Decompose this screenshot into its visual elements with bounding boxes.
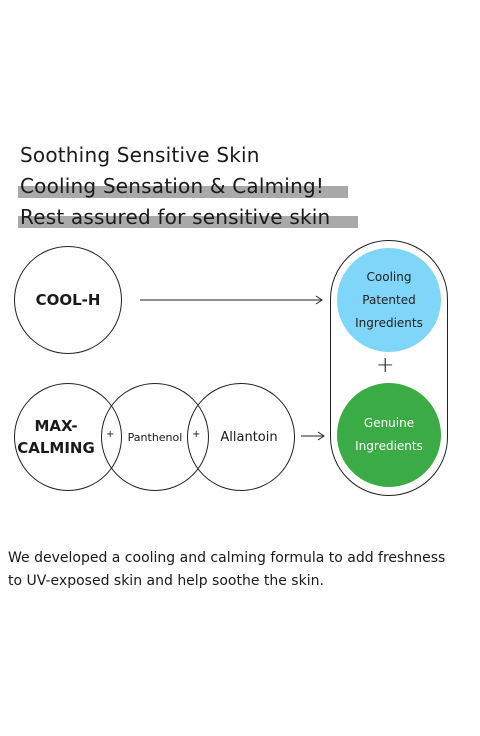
headline-line-2: Cooling Sensation & Calming!: [20, 174, 325, 198]
allantoin-label: Allantoin: [220, 429, 278, 445]
capsule-plus-sign: +: [376, 353, 395, 378]
highlight-bar-2: [18, 186, 348, 198]
arrow-max-calming: [301, 431, 325, 441]
cooling-line-1: Cooling: [366, 269, 412, 284]
max-calming-circle: MAX- CALMING: [14, 383, 122, 491]
arrow-cool-h: [140, 295, 323, 305]
max-calming-line-2: CALMING: [17, 439, 95, 457]
genuine-line-2: Ingredients: [355, 439, 423, 453]
panthenol-label: Panthenol: [127, 430, 183, 444]
headline-line-1: Soothing Sensitive Skin: [20, 143, 260, 167]
genuine-line-1: Genuine: [363, 416, 415, 430]
max-calming-line-1: MAX-: [34, 417, 78, 435]
cooling-line-3: Ingredients: [355, 315, 423, 330]
description-paragraph: We developed a cooling and calming formu…: [8, 547, 476, 593]
cool-h-circle: COOL-H: [14, 246, 122, 354]
plus-sign-1: +: [106, 429, 115, 440]
ingredients-capsule: [330, 240, 448, 496]
plus-sign-2: +: [192, 429, 201, 440]
cool-h-label: COOL-H: [35, 291, 101, 309]
description-line-2: to UV-exposed skin and help soothe the s…: [8, 573, 324, 589]
max-calming-label: MAX- CALMING: [17, 415, 101, 459]
headline-line-3: Rest assured for sensitive skin: [20, 205, 331, 229]
cooling-line-2: Patented: [362, 292, 416, 307]
cooling-patented-circle: Cooling Patented Ingredients: [337, 248, 441, 352]
allantoin-circle: Allantoin: [187, 383, 295, 491]
highlight-bar-3: [18, 216, 358, 228]
genuine-ingredients-circle: Genuine Ingredients: [337, 383, 441, 487]
description-line-1: We developed a cooling and calming formu…: [8, 550, 446, 566]
